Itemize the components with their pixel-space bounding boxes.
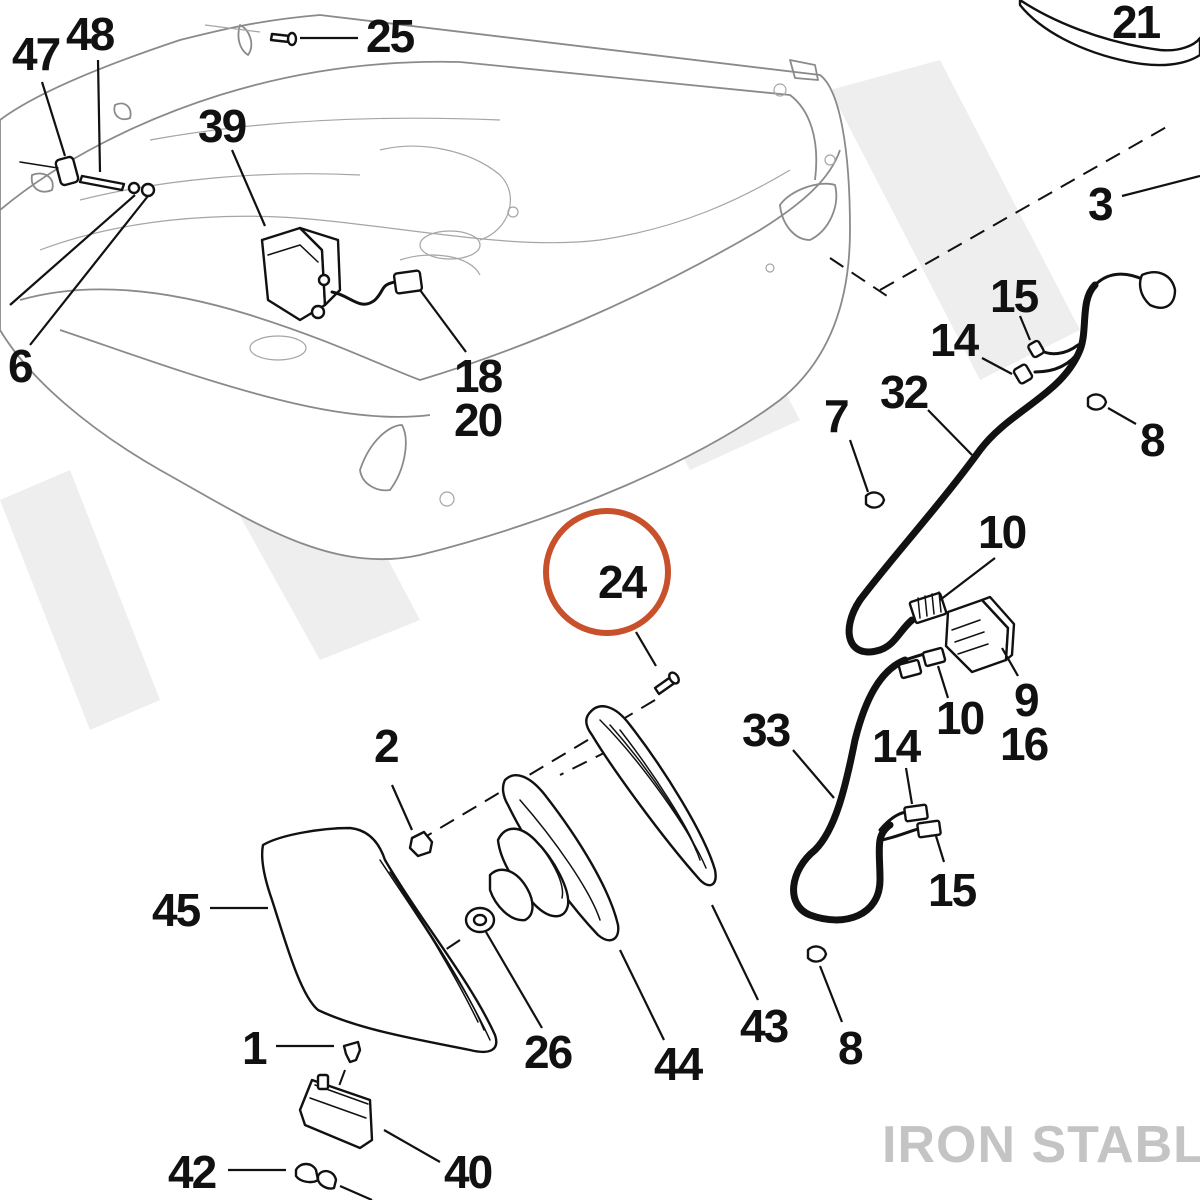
screw-part-25 [204,24,298,47]
grommet-part-26 [464,906,496,934]
wire-harness-part-32 [845,271,1177,656]
callout-47: 47 [12,28,60,80]
callout-9: 9 [1014,674,1038,726]
callout-6: 6 [8,340,32,392]
subassembly-dashed-boundary-part-3 [829,124,1171,299]
clip-part-42 [294,1162,338,1190]
callout-20: 20 [454,394,502,446]
callout-2: 2 [374,720,398,772]
connector-part-9-16 [944,595,1016,674]
clip-parts-7-8 [806,393,1108,963]
screw-part-1 [342,1040,362,1064]
callout-18: 18 [454,350,503,402]
callout-45: 45 [152,884,201,936]
callout-1: 1 [242,1022,267,1074]
wire-harness-part-33 [790,646,947,924]
speaker-grille-part-43 [585,705,717,887]
callout-8-upper: 8 [1140,414,1165,466]
callout-40: 40 [444,1146,492,1198]
callout-8-lower: 8 [838,1022,863,1074]
callout-14-upper: 14 [930,314,980,366]
callout-16: 16 [1000,718,1048,770]
callout-15-upper: 15 [990,270,1039,322]
callout-10-upper: 10 [978,506,1026,558]
saddlebag-body-ghost [0,14,851,561]
highlight-circle [543,508,671,636]
callout-26: 26 [524,1026,572,1078]
callout-labels: 47 48 25 21 39 3 6 15 14 32 18 20 7 8 10… [8,0,1167,1198]
callout-33: 33 [742,704,790,756]
callout-21: 21 [1112,0,1161,48]
bracket-part-40 [298,1073,374,1150]
callout-32: 32 [880,366,928,418]
hinge-pin-parts-47-48 [19,155,156,198]
speaker-part-44 [488,774,620,942]
callout-24: 24 [598,556,648,608]
nut-part-2 [408,830,434,858]
callout-3: 3 [1088,178,1112,230]
callout-14-lower: 14 [872,720,922,772]
leader-lines [9,36,1200,1200]
watermark-text: IRON STABLE [882,1116,1200,1174]
callout-42: 42 [168,1146,216,1198]
callout-43: 43 [740,1000,788,1052]
callout-15-lower: 15 [928,864,977,916]
callout-7: 7 [824,390,848,442]
screw-part-24 [653,671,680,696]
callout-48: 48 [66,8,115,60]
latch-actuator-part-39 [260,226,424,322]
lid-edge-part-21 [1018,0,1200,67]
callout-25: 25 [366,10,415,62]
callout-44: 44 [654,1038,704,1090]
callout-39: 39 [198,100,246,152]
speaker-pod-part-45 [260,826,498,1054]
callout-10-lower: 10 [936,692,984,744]
